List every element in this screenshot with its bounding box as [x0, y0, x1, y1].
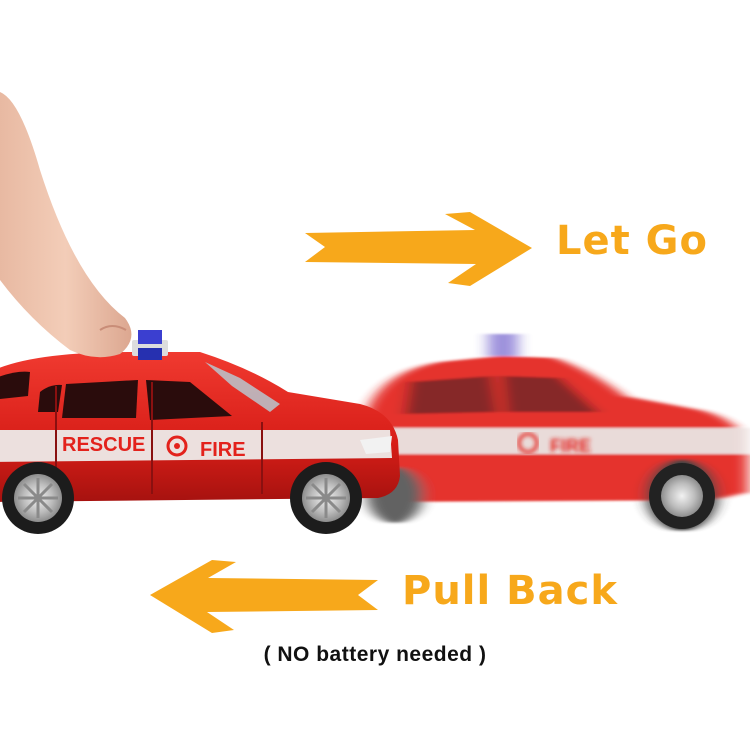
pull-back-label: Pull Back	[402, 568, 618, 614]
arrow-left-icon	[150, 560, 378, 633]
battery-note: ( NO battery needed )	[263, 643, 487, 666]
moving-car-rim	[661, 475, 703, 517]
finger-icon	[0, 92, 132, 358]
car-door-text-rescue: RESCUE	[62, 434, 145, 456]
let-go-label: Let Go	[556, 218, 708, 264]
moving-car-emblem	[517, 432, 539, 454]
moving-car-door-text: FIRE	[550, 436, 591, 456]
car-door-text-fire: FIRE	[200, 439, 246, 461]
car-held	[0, 330, 400, 534]
arrow-right-icon	[305, 212, 532, 286]
